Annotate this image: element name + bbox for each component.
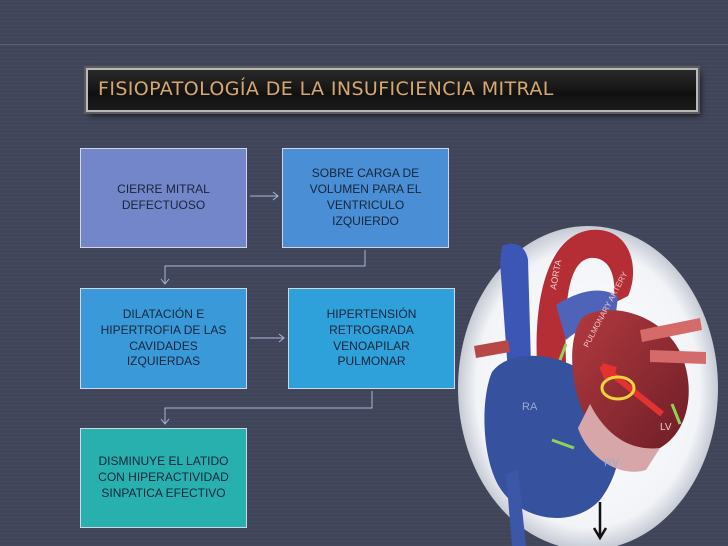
connector-b3-b4	[250, 333, 285, 343]
pulmonary-vein-right	[640, 318, 702, 342]
septum	[578, 404, 660, 472]
connector-b4-b5	[160, 391, 373, 425]
flow-arrow-4	[670, 403, 682, 425]
connector-b2-b3	[160, 250, 366, 285]
title-bar: FISIOPATOLOGÍA DE LA INSUFICIENCIA MITRA…	[86, 68, 698, 112]
vessel-left	[474, 340, 510, 358]
label-rv: RV	[604, 457, 620, 469]
box-hipertension-retrograda: HIPERTENSIÓN RETROGRADA VENOAPILAR PULMO…	[288, 288, 455, 389]
box-sobrecarga-volumen: SOBRE CARGA DE VOLUMEN PARA EL VENTRICUL…	[282, 148, 449, 248]
flow-arrow-2	[551, 438, 575, 450]
connector-b1-b2	[250, 191, 279, 201]
label-ra: RA	[522, 401, 538, 413]
mitral-jet	[600, 375, 636, 401]
box-disminuye-latido: DISMINUYE EL LATIDO CON HIPERACTIVIDAD S…	[80, 428, 247, 528]
pulmonary-vein-right-2	[650, 350, 706, 364]
box-cierre-mitral: CIERRE MITRAL DEFECTUOSO	[80, 148, 247, 248]
regurgitation-arrow	[599, 363, 664, 417]
box-dilatacion-hipertrofia: DILATACIÓN E HIPERTROFIA DE LAS CAVIDADE…	[80, 288, 247, 389]
divider	[0, 44, 728, 45]
slide-title: FISIOPATOLOGÍA DE LA INSUFICIENCIA MITRA…	[98, 78, 554, 100]
flow-arrow-1	[592, 502, 608, 541]
flow-arrow-3	[558, 343, 568, 361]
descending-vessel	[506, 470, 526, 546]
heart-body	[474, 229, 706, 546]
label-lv: LV	[660, 422, 672, 433]
